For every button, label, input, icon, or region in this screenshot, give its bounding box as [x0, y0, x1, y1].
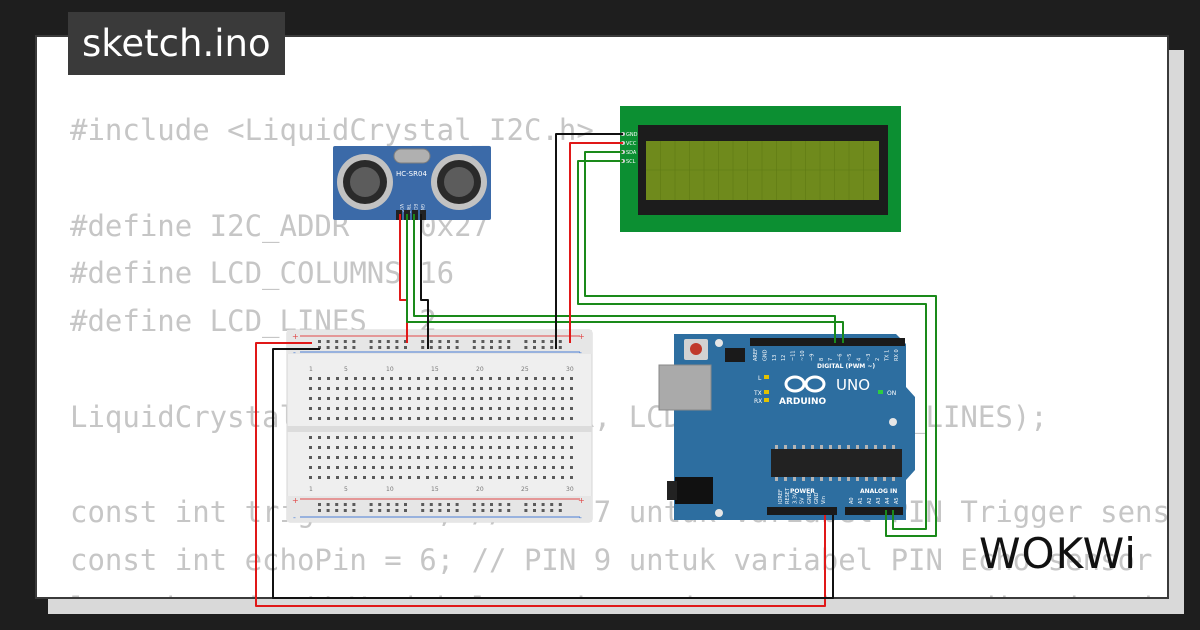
digital-pin-label: ~3 [866, 354, 872, 361]
digital-pin-label: 8 [819, 358, 825, 361]
power-pin-label: 5V [800, 497, 806, 504]
digital-pin-label: 2 [875, 358, 881, 361]
arduino-model-label: UNO [836, 376, 870, 394]
lcd-pin-label: GND [626, 132, 638, 138]
bb-column-label: 25 [521, 366, 529, 373]
analog-pin-label: A2 [867, 497, 873, 504]
digital-pin-label: GND [762, 349, 768, 361]
bb-column-label: 10 [386, 366, 394, 373]
power-pin-label: Vin [821, 496, 827, 504]
bb-column-label: 20 [476, 486, 484, 493]
analog-pin-label: A3 [876, 497, 882, 504]
power-pin-label: RESET [785, 487, 791, 504]
wire-lcd-vcc-red[interactable] [569, 142, 623, 343]
arduino-brand-label: ARDUINO [779, 397, 827, 407]
led-label: L [758, 375, 762, 382]
wire-sensor-trig-green[interactable] [406, 214, 844, 343]
wire-sensor-vcc-red[interactable] [399, 214, 408, 343]
bb-column-label: 25 [521, 486, 529, 493]
bb-column-label: 30 [566, 366, 574, 373]
digital-header-label: DIGITAL (PWM ~) [817, 363, 875, 370]
wire-lcd-sda-green[interactable] [584, 151, 937, 537]
digital-pin-label: 12 [781, 355, 787, 361]
wire-sensor-gnd-black[interactable] [420, 214, 429, 349]
rail-plus-mark: + [292, 496, 299, 505]
digital-pin-label: ~11 [791, 350, 797, 361]
bb-column-label: 5 [344, 486, 348, 493]
wokwi-logo-text: WOKWi [979, 529, 1137, 578]
wire-sensor-echo-green[interactable] [413, 214, 836, 343]
sensor-pin-label: VCC [399, 204, 404, 213]
digital-pin-label: TX 1 [885, 350, 891, 362]
breadboard-holes [309, 340, 573, 512]
led-label: TX [753, 390, 762, 397]
analog-pin-label: A1 [858, 497, 864, 504]
sensor-pin-label: TRIG [406, 203, 411, 214]
sketch-title[interactable]: sketch.ino [68, 12, 285, 75]
power-pin-label: IOREF [778, 489, 784, 504]
bb-column-label: 15 [431, 486, 439, 493]
digital-pin-label: ~6 [838, 354, 844, 361]
bb-column-label: 15 [431, 366, 439, 373]
analog-pin-label: A0 [849, 497, 855, 504]
lcd-pin-label: VCC [626, 141, 637, 147]
sensor-pin-label: ECHO [413, 204, 418, 215]
analog-pin-label: A5 [894, 497, 900, 504]
bb-column-label: 5 [344, 366, 348, 373]
digital-pin-label: 4 [856, 358, 862, 361]
power-pin-label: 3.3V [792, 492, 798, 504]
sensor-pin-label: GND [420, 204, 425, 213]
code-line: #include <LiquidCrystal_I2C.h> [70, 113, 594, 147]
rail-minus-mark: - [579, 513, 582, 522]
arduino-uno[interactable]: ARDUINO UNO DIGITAL (PWM ~) POWER ANALOG… [658, 334, 915, 520]
lcd-pin-label: SCL [626, 159, 636, 165]
wires [255, 133, 937, 607]
wokwi-logo: WOKWi [979, 529, 1137, 578]
wire-arduino-gnd-black[interactable] [272, 348, 834, 599]
bb-column-label: 10 [386, 486, 394, 493]
lcd-module[interactable]: GND VCC SDA SCL [620, 106, 901, 232]
bb-column-label: 1 [309, 366, 313, 373]
analog-pin-label: A4 [885, 497, 891, 504]
led-label: ON [887, 390, 896, 397]
wire-lcd-scl-green[interactable] [577, 160, 927, 530]
wire-arduino-5v-red[interactable] [255, 342, 826, 607]
digital-pin-label: 13 [772, 355, 778, 361]
power-pin-label: GND [807, 492, 813, 504]
bb-column-label: 1 [309, 486, 313, 493]
code-line: long durasi; // Variabel untuk menyimpan… [70, 585, 1167, 597]
digital-pin-label: ~10 [800, 350, 806, 361]
wire-lcd-gnd-black[interactable] [555, 133, 623, 349]
power-pin-label: GND [814, 492, 820, 504]
rail-minus-mark: - [579, 348, 582, 357]
bb-column-label: 20 [476, 366, 484, 373]
digital-pin-label: 7 [828, 358, 834, 361]
rail-plus-mark: + [292, 332, 299, 341]
code-line: const int echoPin = 6; // PIN 9 untuk va… [70, 543, 1153, 578]
led-label: RX [754, 398, 762, 405]
bb-column-label: 30 [566, 486, 574, 493]
digital-pin-label: ~9 [809, 354, 815, 361]
digital-pin-label: ~5 [847, 354, 853, 361]
ultrasonic-sensor[interactable]: HC-SR04 VCC TRIG ECHO GND [333, 146, 491, 220]
analog-header-label: ANALOG IN [860, 488, 897, 495]
lcd-pin-label: SDA [626, 150, 637, 156]
digital-pin-label: RX 0 [894, 349, 900, 361]
breadboard[interactable]: + + + + - - - - 1 5 10 15 20 25 30 1 5 1… [286, 329, 593, 523]
code-line: #define LCD_COLUMNS 16 [70, 256, 455, 291]
rail-plus-mark: + [578, 496, 585, 505]
sensor-model-label: HC-SR04 [396, 170, 427, 178]
digital-pin-label: AREF [753, 348, 759, 361]
rail-minus-mark: - [293, 513, 296, 522]
rail-plus-mark: + [578, 332, 585, 341]
rail-minus-mark: - [293, 348, 296, 357]
power-header-label: POWER [790, 488, 815, 495]
